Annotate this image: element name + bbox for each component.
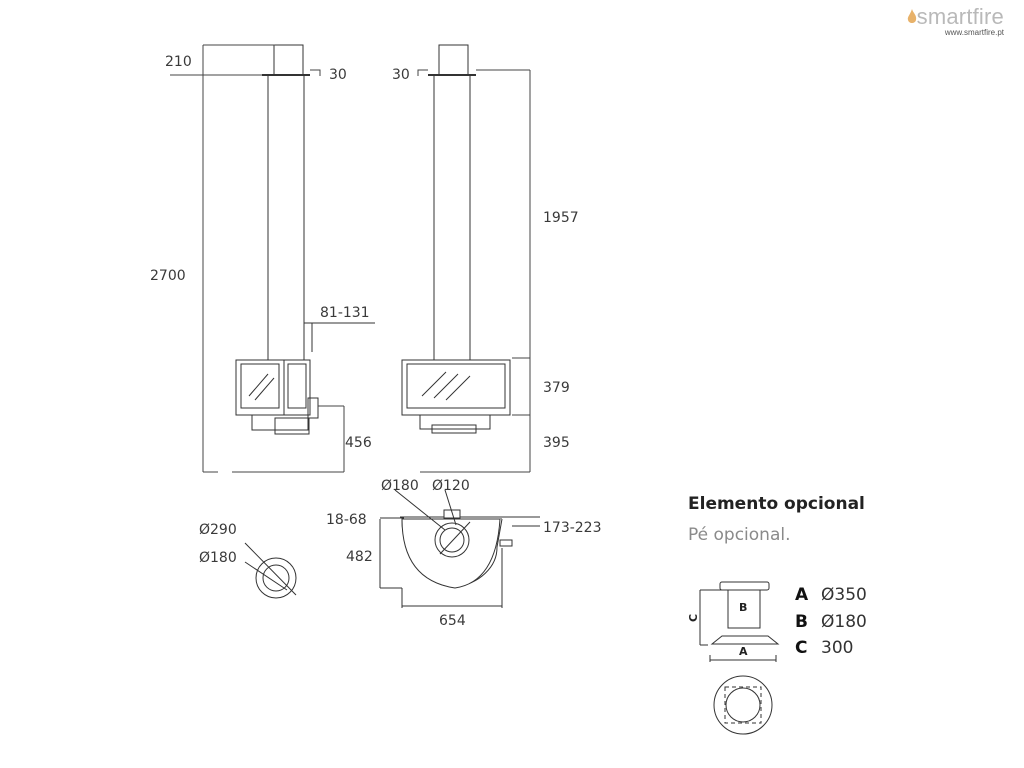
flame-icon xyxy=(907,9,916,23)
foot-label-c: C xyxy=(687,614,700,622)
optional-title: Elemento opcional xyxy=(688,494,865,514)
top-outlet-outer xyxy=(434,522,470,558)
side-view xyxy=(235,44,375,435)
legend-key-c: C xyxy=(795,638,808,658)
brand-name: smartfire xyxy=(916,4,1004,29)
flue-cap-side xyxy=(273,44,304,76)
legend-row-a: A Ø350 xyxy=(795,585,867,605)
flue-pipe-front xyxy=(433,74,471,361)
dim-width: 654 xyxy=(439,613,466,629)
legend-row-b: B Ø180 xyxy=(795,612,867,632)
flue-pipe-side xyxy=(267,74,305,361)
dim-body-height: 379 xyxy=(543,380,570,396)
stove-body-front xyxy=(401,359,511,416)
dim-depth: 482 xyxy=(346,549,373,565)
top-outlet-inner xyxy=(439,527,465,553)
flue-ring xyxy=(244,542,297,599)
foot-top-view xyxy=(713,675,773,735)
optional-subtitle: Pé opcional. xyxy=(688,525,791,545)
dim-collar-right: 30 xyxy=(392,67,410,83)
stove-body-side xyxy=(235,359,311,416)
brand-url: www.smartfire.pt xyxy=(944,28,1004,37)
dim-floor-front: 395 xyxy=(543,435,570,451)
dim-flue-length: 1957 xyxy=(543,210,579,226)
foot-label-b: B xyxy=(739,601,747,614)
dim-ring-inner: Ø180 xyxy=(199,550,237,566)
glass-front xyxy=(406,363,506,409)
optional-foot xyxy=(699,581,780,735)
legend-key-a: A xyxy=(795,585,809,605)
dim-top-offset: 210 xyxy=(165,54,192,70)
dim-wall-offset: 18-68 xyxy=(326,512,367,528)
front-dimensions xyxy=(417,69,531,473)
dim-flue-gap: 81-131 xyxy=(320,305,370,321)
dim-total-height: 2700 xyxy=(150,268,186,284)
dim-outlet-inner: Ø120 xyxy=(432,478,470,494)
flue-cap-front xyxy=(438,44,469,76)
legend-key-b: B xyxy=(795,612,808,632)
front-view xyxy=(401,44,511,434)
dim-collar-left: 30 xyxy=(329,67,347,83)
dim-floor-side: 456 xyxy=(345,435,372,451)
side-dimensions xyxy=(170,44,345,473)
top-view xyxy=(379,489,540,608)
legend-value-b: Ø180 xyxy=(821,612,867,632)
legend-value-a: Ø350 xyxy=(821,585,867,605)
brand-logo: smartfire www.smartfire.pt xyxy=(907,6,1004,37)
legend-value-c: 300 xyxy=(821,638,854,658)
dim-outlet-outer: Ø180 xyxy=(381,478,419,494)
legend-row-c: C 300 xyxy=(795,638,853,658)
dim-ring-outer: Ø290 xyxy=(199,522,237,538)
glass-side xyxy=(240,363,280,409)
dim-flue-setback: 173-223 xyxy=(543,520,602,536)
foot-label-a: A xyxy=(739,645,748,658)
